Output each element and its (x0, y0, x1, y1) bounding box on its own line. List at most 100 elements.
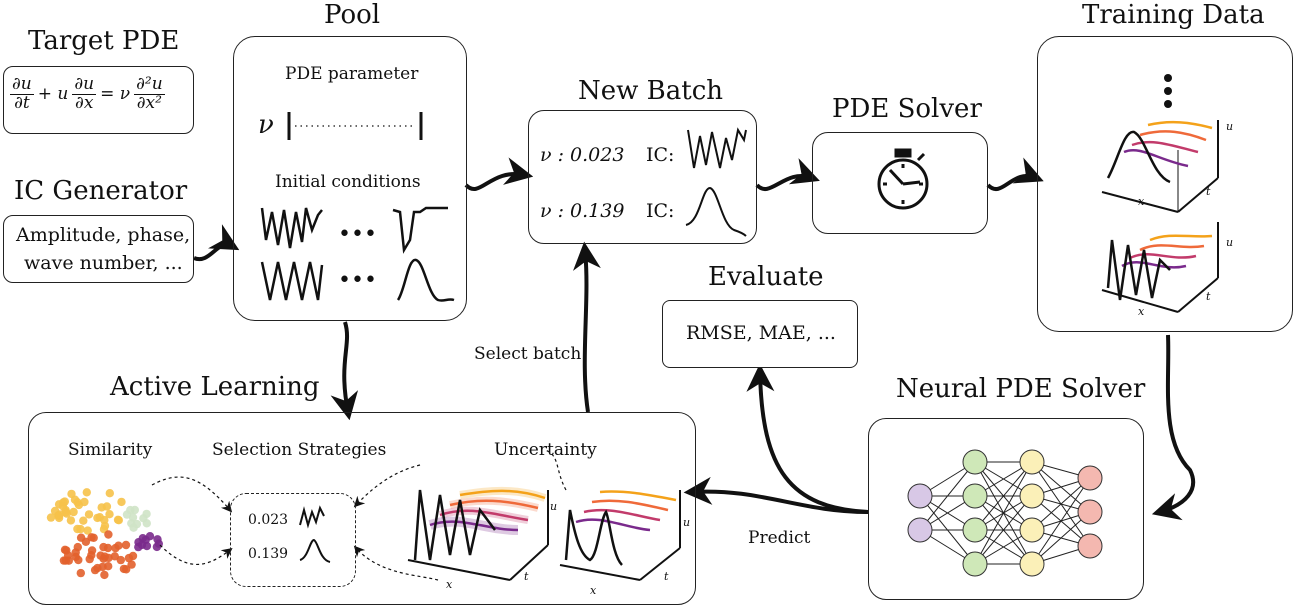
nn-node (962, 483, 988, 509)
active-learning-box (28, 412, 696, 605)
nn-node (962, 551, 988, 577)
batch-row-1-ic: IC: (646, 144, 675, 166)
al-axis-t-2: t (664, 570, 669, 583)
arrow-solver-to-data (986, 157, 1044, 191)
batch-row-2-nu: ν : 0.139 (540, 200, 625, 222)
training-plot-1 (1101, 120, 1219, 213)
pde-solver-title: PDE Solver (832, 94, 982, 124)
nn-node (1019, 551, 1045, 577)
batch-row-1-nu: ν : 0.023 (540, 144, 625, 166)
similarity-point (46, 513, 56, 522)
selection-dashed-box (230, 493, 356, 587)
pool-title: Pool (324, 0, 381, 30)
similarity-point (100, 570, 109, 580)
uncertainty-plot-1 (407, 486, 549, 581)
al-axis-x-2: x (590, 584, 597, 597)
al-axis-t-1: t (524, 570, 529, 583)
active-learning-title: Active Learning (110, 372, 320, 402)
similarity-point (99, 542, 108, 552)
ic-generator-title: IC Generator (14, 176, 188, 206)
similarity-point (69, 507, 78, 517)
similarity-point (152, 542, 162, 552)
similarity-point (63, 551, 73, 560)
similarity-point (93, 513, 102, 523)
nn-node (1019, 517, 1045, 543)
training-axis-t-2: t (1206, 290, 1211, 303)
pool-ellipsis-2: ••• (338, 268, 377, 293)
training-axis-u-2: u (1226, 236, 1234, 249)
nn-node (962, 449, 988, 475)
similarity-point (127, 560, 136, 569)
similarity-point (74, 555, 83, 565)
similarity-point (71, 548, 80, 557)
ic-generator-line1: Amplitude, phase, (16, 224, 191, 246)
similarity-point (145, 532, 155, 541)
pool-ic-curves (260, 206, 455, 302)
arrow-pool-to-al (330, 321, 359, 421)
similarity-point (129, 523, 138, 532)
arrow-pool-to-batch (464, 157, 534, 192)
evaluate-metrics: RMSE, MAE, ... (686, 322, 836, 344)
nn-edge (1031, 511, 1091, 565)
arrow-data-to-neural (1151, 334, 1196, 521)
new-batch-box (528, 110, 757, 244)
nn-node (907, 483, 933, 509)
pde-solver-box[interactable] (812, 132, 988, 234)
nn-node (907, 517, 933, 543)
nn-edge (1031, 477, 1091, 531)
evaluate-box[interactable] (662, 300, 858, 368)
arrow-neural-to-evaluate (746, 363, 869, 514)
similarity-point (114, 516, 124, 525)
neural-solver-title: Neural PDE Solver (896, 374, 1146, 404)
similarity-point (134, 542, 143, 552)
ic-generator-box (3, 215, 194, 283)
similarity-point (104, 530, 113, 539)
training-axis-x-1: x (1138, 195, 1145, 208)
ic-generator-line2: wave number, ... (24, 252, 183, 274)
similarity-point (96, 551, 105, 560)
al-sel-value-2: 0.139 (248, 546, 289, 562)
similarity-scatter (46, 488, 163, 580)
nn-edge (974, 461, 1033, 565)
al-similarity-label: Similarity (68, 440, 153, 460)
select-batch-label: Select batch (474, 344, 582, 364)
similarity-point (85, 554, 94, 564)
similarity-point (153, 535, 162, 544)
similarity-point (81, 537, 91, 546)
nn-edge (974, 495, 1033, 565)
pool-ellipsis-1: ••• (338, 222, 377, 247)
al-axis-u-1: u (550, 500, 558, 513)
arrow-ic-to-pool (193, 224, 240, 262)
al-axis-u-2: u (683, 516, 691, 529)
batch-row-2-ic: IC: (646, 200, 675, 222)
pool-ic-label: Initial conditions (275, 172, 421, 192)
similarity-point (93, 563, 102, 573)
similarity-point (116, 555, 126, 565)
similarity-point (89, 533, 98, 542)
target-pde-title: Target PDE (28, 26, 180, 56)
uncertainty-plot-2 (559, 490, 681, 581)
neural-solver-box[interactable] (868, 418, 1144, 600)
stopwatch-icon (877, 148, 929, 210)
similarity-point (55, 510, 64, 519)
nn-node (1077, 499, 1103, 525)
training-axis-u-1: u (1226, 120, 1234, 133)
pool-param-label: PDE parameter (285, 64, 419, 84)
similarity-point (114, 541, 123, 550)
similarity-point (104, 562, 113, 571)
al-strategies-label: Selection Strategies (212, 440, 387, 460)
similarity-point (82, 488, 92, 497)
similarity-point (60, 497, 69, 506)
training-plot-2 (1101, 222, 1219, 313)
target-pde-equation: ∂u ∂t + u ∂u ∂x = ν ∂²u ∂x² (10, 74, 165, 113)
similarity-point (104, 553, 113, 563)
al-axis-x-1: x (446, 578, 453, 591)
nn-node (1019, 449, 1045, 475)
training-axis-t-1: t (1206, 185, 1211, 198)
al-uncertainty-label: Uncertainty (494, 440, 597, 460)
similarity-point (122, 565, 131, 574)
similarity-point (105, 510, 114, 519)
nn-node (1019, 483, 1045, 509)
similarity-point (102, 502, 112, 511)
